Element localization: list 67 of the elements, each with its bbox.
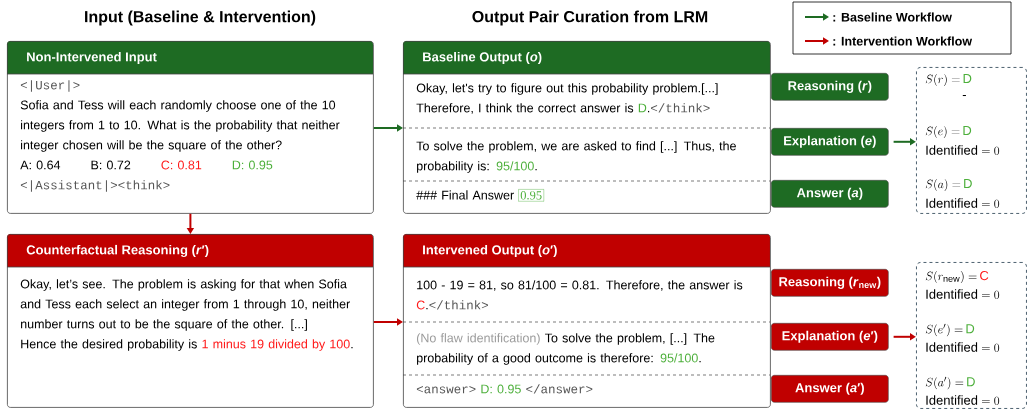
- node-label: 100 - 19 = 81, so 81/100 = 0.81. Therefore, the answer is: [417, 280, 743, 291]
- body-text: (No flaw identification) To solve the problem, [...] The probability of a good outcome is therefore: 95/100.: [416, 333, 715, 365]
- node-label: Hence the desired probability is: [21, 339, 197, 351]
- node-label: .: [699, 360, 701, 363]
- body-text: <|User|> Sofia and Tess will each randomly choose one of the 10 integers from 1 to 10. What is the probability that neither integer chosen will be the square of the other? A: 0.64 B: 0.72 C: 0.81 D: 0.95 <|Assistant|><think>: [20, 80, 340, 192]
- node-label: <|User|>: [20, 80, 80, 92]
- node-label: C: 0.81: [161, 160, 202, 170]
- text-card: [6, 234, 374, 408]
- node-label: </think>: [651, 103, 710, 113]
- legend-text: : Intervention Workflow: [833, 36, 973, 46]
- node-label: C: [416, 300, 425, 310]
- score-formula: $S(e) =$ $\mathrm{D}$: [925, 126, 972, 138]
- section-tab: Reasoning (r): [771, 73, 889, 101]
- text-card: [402, 41, 771, 214]
- section-tab: Answer (a): [771, 180, 889, 208]
- node-label: <|Assistant|><think>: [20, 180, 170, 192]
- column-title: Output Pair Curation from LRM: [472, 10, 708, 26]
- score-box: [916, 67, 1027, 214]
- score-box: [916, 262, 1027, 409]
- section-tab: Explanation (e): [771, 128, 889, 156]
- score-formula: $S(r_{\mathrm{new}}) =$ $\mathrm{C}$: [925, 270, 989, 284]
- card-header: Non-Intervened Input: [27, 51, 157, 65]
- node-label: .: [647, 110, 650, 113]
- score-formula: $S(r) =$ $\mathrm{D}$: [925, 74, 972, 86]
- node-label: </think>: [429, 300, 488, 310]
- score-formula: $\mathrm{Identified} = 0$: [926, 342, 1000, 352]
- node-label: A: 0.64: [20, 160, 61, 170]
- node-label: B: 0.72: [91, 160, 131, 170]
- node-label: D: [638, 103, 647, 113]
- body-text: <answer> D: 0.95 </answer>: [416, 384, 593, 394]
- card-header: Baseline Output (o): [423, 51, 542, 65]
- node-label: .: [426, 307, 428, 310]
- section-tab: Reasoning (r$_{new}$): [771, 269, 889, 297]
- arrow: [372, 318, 403, 326]
- node-label: probability of a good outcome is therefore:: [417, 353, 653, 365]
- node-label: To solve the problem, [...] The: [545, 333, 715, 345]
- score-formula: -: [962, 95, 966, 97]
- node-label: Okay, let’s see. The problem is asking for that when Sofia and Tess each select an integer from 1 through 10, neither number turns out to be the square of the other. [...]: [20, 279, 350, 331]
- score-formula: $S(e') =$ $\mathrm{D}$: [925, 323, 975, 337]
- node-label: 95/100: [660, 353, 698, 363]
- section-tab: Answer (a′): [771, 375, 889, 403]
- body-text: To solve the problem, we are asked to find [...] Thus, the probability is: 95/100.: [416, 141, 736, 173]
- node-label: .: [351, 346, 353, 349]
- node-label: Okay, let's try to figure out this probability problem.[...]: [416, 83, 718, 95]
- arrow: [372, 124, 403, 132]
- node-label: Therefore, I think the correct answer is: [416, 103, 634, 114]
- body-text: Okay, let’s see. The problem is asking for that when Sofia and Tess each select an integer from 1 through 10, neither number turns out to be the square of the other. [...] Hence the desired probability is 1 minus 19 divided by 100.: [20, 279, 353, 351]
- text-card: [6, 41, 374, 214]
- column-title: Input (Baseline & Intervention): [85, 10, 316, 26]
- node-label: Sofia and Tess will each randomly choose one of the 10 integers from 1 to 10. What is the probability that neither integer chosen will be the square of the other?: [20, 100, 340, 152]
- body-text: 100 - 19 = 81, so 81/100 = 0.81. Therefore, the answer is C.</think>: [416, 280, 743, 310]
- body-text: Okay, let's try to figure out this probability problem.[...] Therefore, I think the correct answer is D.</think>: [416, 83, 718, 114]
- text-card: [402, 234, 771, 408]
- score-formula: $S(a) =$ $\mathrm{D}$: [925, 179, 972, 191]
- score-formula: $\mathrm{Identified} = 0$: [926, 395, 1000, 405]
- node-label: D: 0.95: [232, 160, 273, 170]
- score-formula: $S(a') =$ $\mathrm{D}$: [925, 376, 975, 390]
- score-formula: $\mathrm{Identified} = 0$: [926, 145, 1000, 155]
- card-header: Intervened Output (o′): [423, 244, 557, 258]
- section-tab: Explanation (e′): [771, 323, 889, 351]
- score-formula: $\mathrm{Identified} = 0$: [926, 289, 1000, 299]
- body-text: ### Final Answer 0.95: [416, 189, 545, 202]
- legend-text: : Baseline Workflow: [833, 12, 952, 22]
- score-formula: $\mathrm{Identified} = 0$: [926, 198, 1000, 208]
- node-label: 1 minus 19 divided by 100: [202, 339, 350, 351]
- card-header: Counterfactual Reasoning (r′): [26, 244, 209, 258]
- node-label: (No flaw identification): [416, 333, 540, 345]
